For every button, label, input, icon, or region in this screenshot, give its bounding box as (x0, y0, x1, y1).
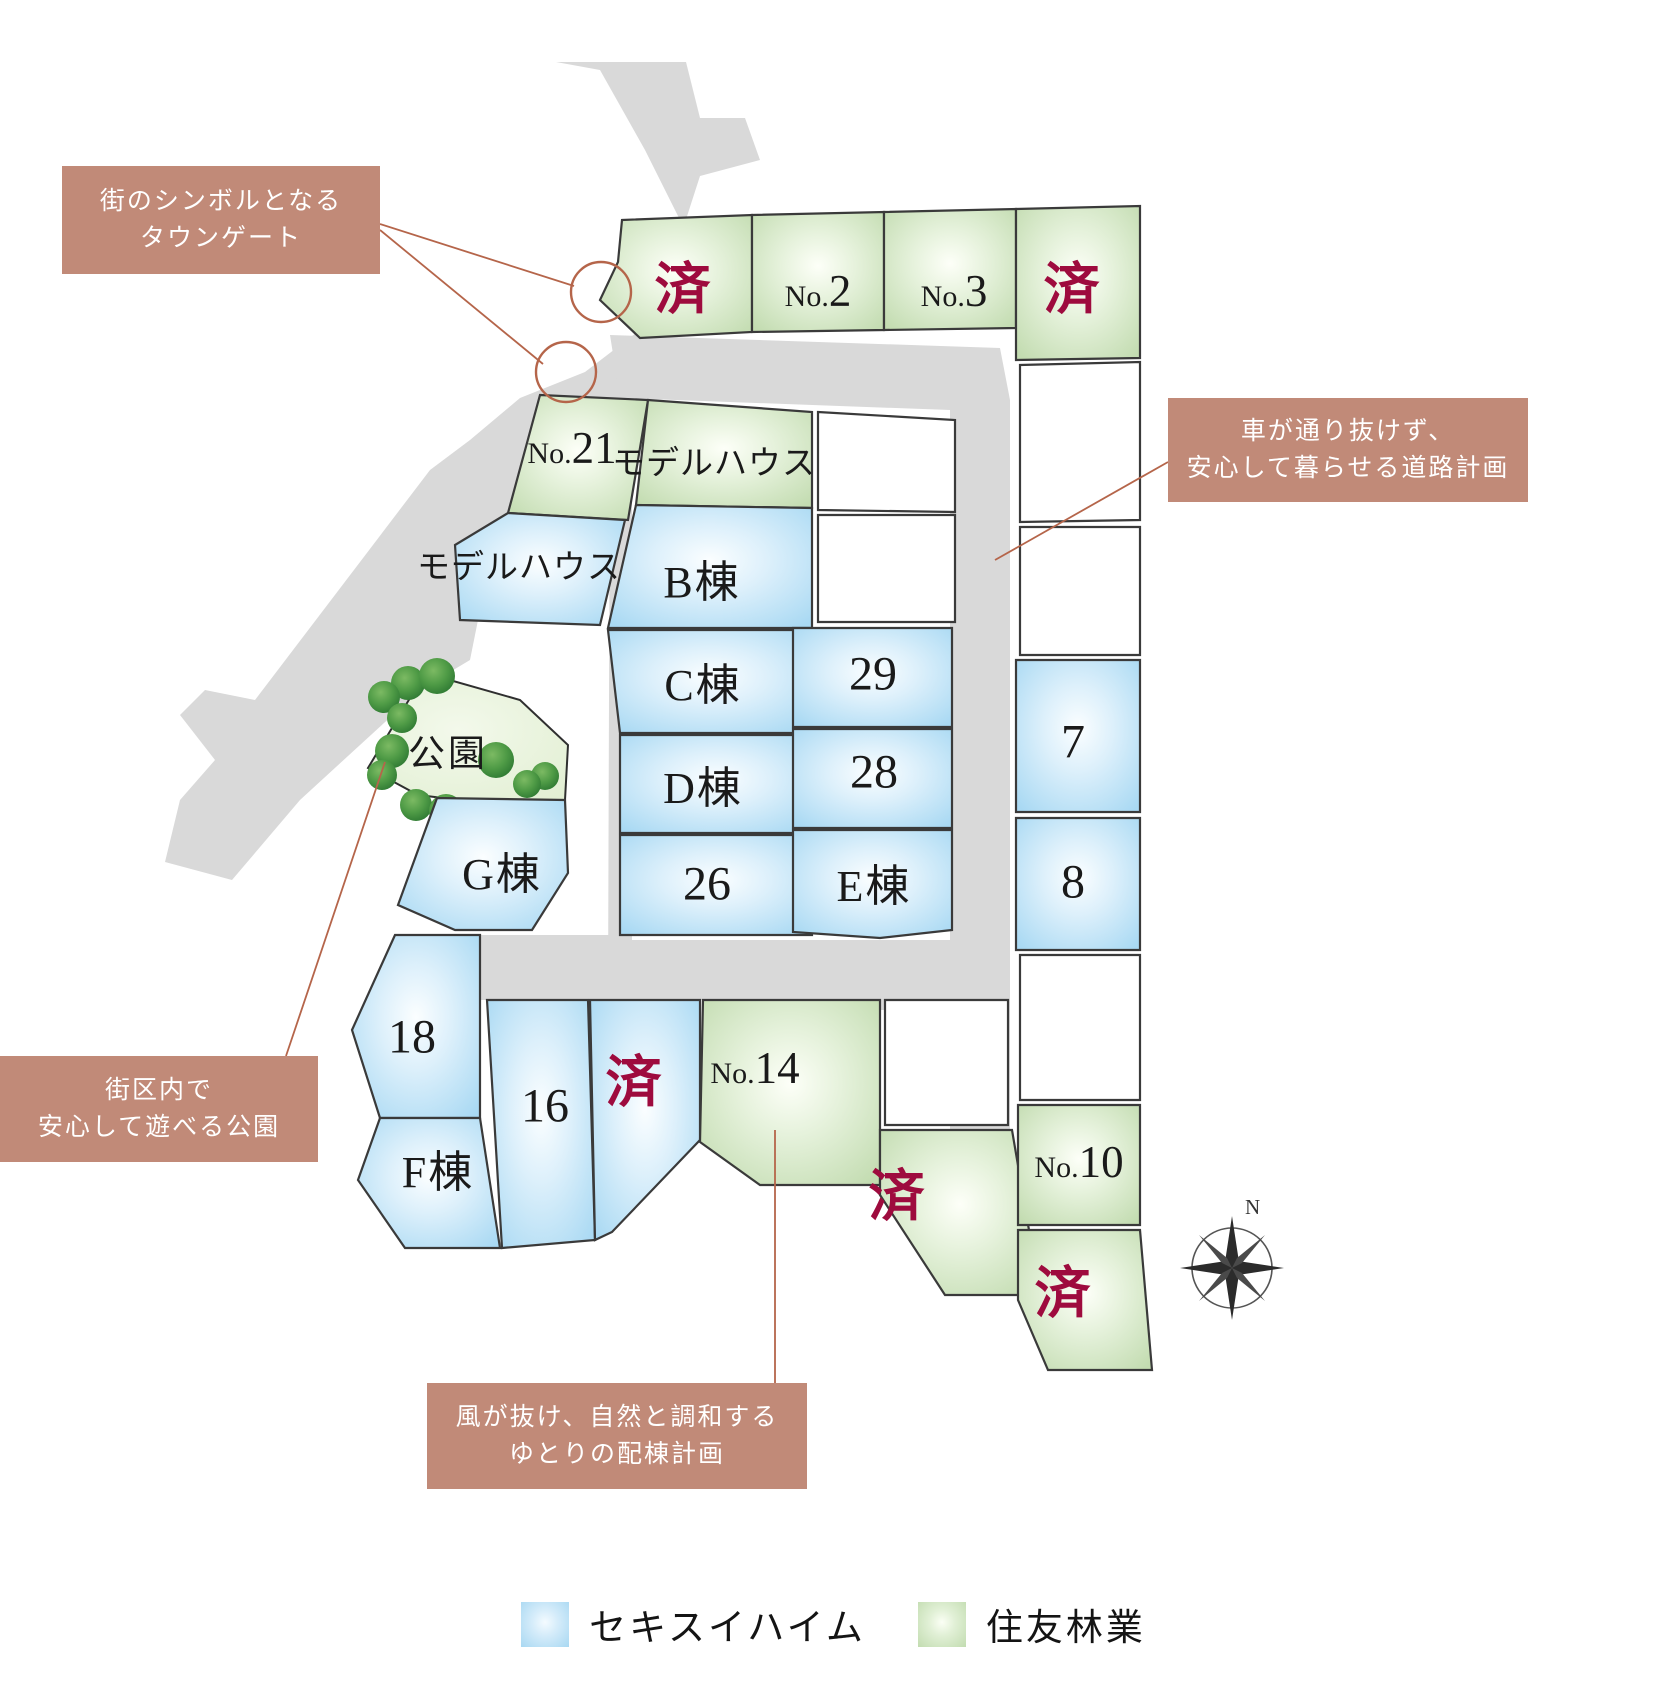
compass-rose (1180, 1216, 1284, 1320)
park-area (366, 658, 570, 828)
callout-park-safety-line2: 安心して遊べる公園 (37, 1114, 281, 1141)
legend-swatch-green (917, 1601, 966, 1647)
legend-label-sekisui-heim: セキスイハイム (589, 1608, 866, 1649)
callout-town-gate: 街のシンボルとなる タウンゲート (62, 166, 380, 274)
map-legend: セキスイハイム 住友林業 (0, 1588, 1667, 1660)
unlabeled-plots (816, 360, 1142, 1127)
legend-swatch-blue (521, 1601, 570, 1647)
legend-item-sumitomo-forestry: 住友林業 (917, 1597, 1146, 1651)
gate-markers (534, 260, 633, 404)
callout-park-safety: 街区内で 安心して遊べる公園 (0, 1056, 318, 1162)
callout-wind-plan-line1: 風が抜け、自然と調和する (455, 1403, 779, 1431)
callout-wind-plan: 風が抜け、自然と調和する ゆとりの配棟計画 (427, 1383, 807, 1489)
callout-wind-plan-line2: ゆとりの配棟計画 (508, 1441, 725, 1468)
callout-road-plan-line1: 車が通り抜けず、 (1240, 417, 1456, 445)
callout-road-plan: 車が通り抜けず、 安心して暮らせる道路計画 (1168, 398, 1528, 502)
callout-park-safety-line1: 街区内で (104, 1076, 213, 1104)
compass-north-label: N (1245, 1195, 1261, 1219)
callout-town-gate-line2: タウンゲート (139, 225, 302, 252)
legend-label-sumitomo-forestry: 住友林業 (985, 1608, 1146, 1649)
callout-road-plan-line2: 安心して暮らせる道路計画 (1186, 455, 1510, 482)
plot-shapes (350, 204, 1154, 1372)
park-trees (367, 658, 559, 828)
leader-lines (285, 223, 1169, 1383)
legend-item-sekisui-heim: セキスイハイム (521, 1597, 866, 1651)
callout-town-gate-line1: 街のシンボルとなる (99, 187, 343, 215)
